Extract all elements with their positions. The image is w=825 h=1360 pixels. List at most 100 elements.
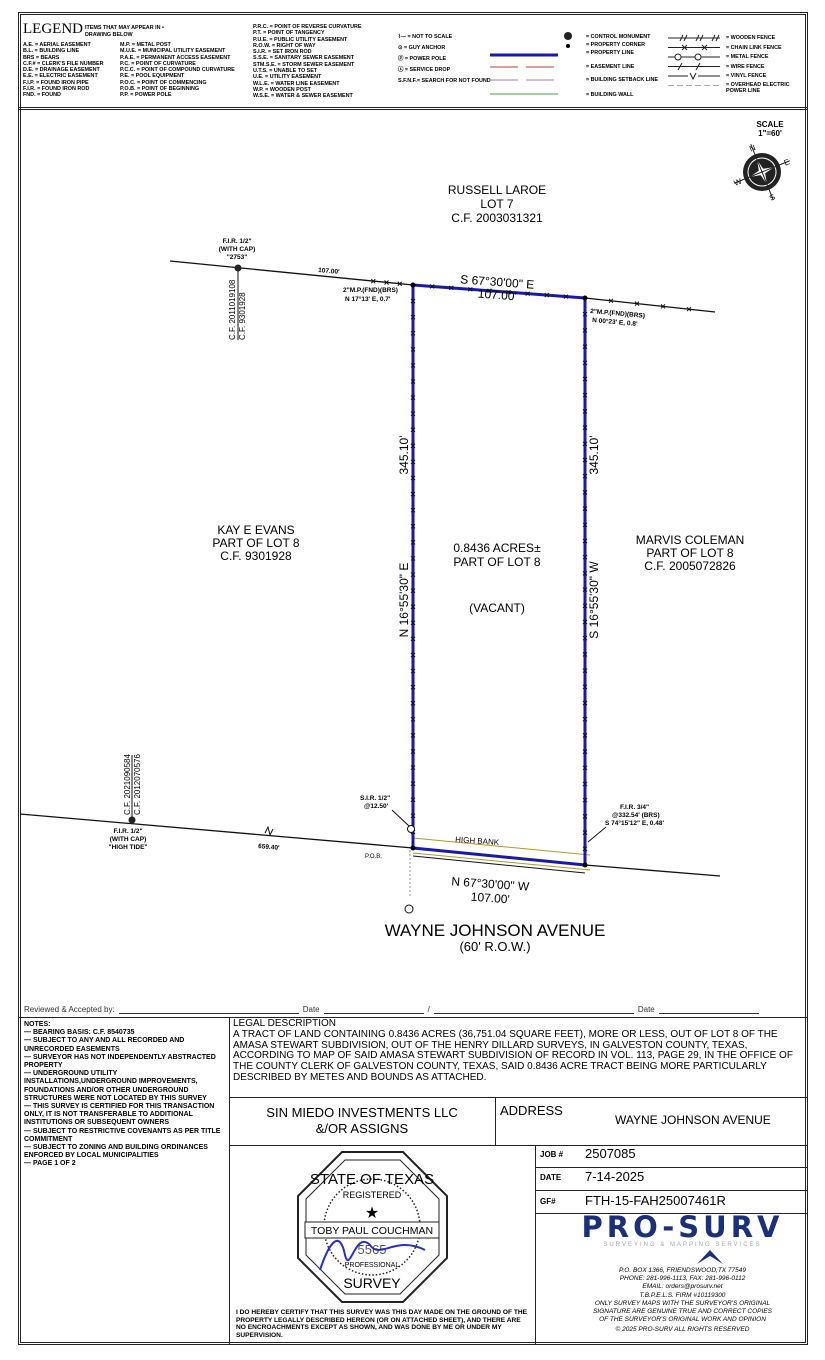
legend-item: = GUY ANCHOR <box>404 45 446 51</box>
legend-item: C.F.# = CLERK'S FILE NUMBER <box>23 60 104 67</box>
fence-mark <box>582 571 588 576</box>
owner-line: PART OF LOT 8 <box>646 546 733 560</box>
legend-item: B.L. = BUILDING LINE <box>23 48 80 55</box>
seal-survey: SURVEY <box>343 1275 401 1291</box>
street-row: (60' R.O.W.) <box>459 939 530 954</box>
legend-item: R.O.W. = RIGHT OF WAY <box>253 42 316 49</box>
legend-item: = VINYL FENCE <box>726 73 767 79</box>
divider <box>535 1167 808 1168</box>
client: SIN MIEDO INVESTMENTS LLC &/OR ASSIGNS <box>229 1105 495 1137</box>
legend-item: S.I.R. = SET IRON ROD <box>253 49 312 56</box>
owner-line: PART OF LOT 8 <box>212 536 299 550</box>
fence-mark <box>582 409 588 414</box>
fence-mark <box>660 304 666 309</box>
review-date-field[interactable] <box>323 1005 424 1014</box>
fence-mark <box>582 749 588 754</box>
fence-mark <box>582 522 588 528</box>
property-corner-icon <box>566 44 570 48</box>
company-tagline: SURVEYING & MAPPING SERVICES <box>603 1242 762 1248</box>
fence-mark <box>410 330 416 336</box>
company-logo: PRO-SURV <box>581 1210 784 1244</box>
fence-mark <box>410 459 416 465</box>
fence-mark <box>410 813 416 819</box>
mp-label: N 00°23' E, 0.8' <box>592 316 638 328</box>
fence-mark <box>487 288 492 294</box>
legend-item: = SERVICE DROP <box>404 67 451 73</box>
review-signature-field-2[interactable] <box>433 1005 634 1014</box>
fence-mark <box>410 507 416 513</box>
fence-mark <box>410 427 416 433</box>
not-to-scale-icon: ⌇— <box>398 34 407 40</box>
company-email: EMAIL: orders@prosurv.net <box>642 1283 723 1291</box>
legend-item: = WIRE FENCE <box>726 63 765 70</box>
note-item: — UNDERGROUND UTILITY INSTALLATIONS,UNDE… <box>24 1070 207 1102</box>
owner-line: C.F. 2005072826 <box>644 559 736 573</box>
review-row: Reviewed & Accepted by: Date / Date <box>24 1005 804 1014</box>
label-line: (WITH CAP) <box>219 246 255 253</box>
company-address: P.O. BOX 1366, FRIENDSWOOD,TX 77549 <box>618 1267 747 1274</box>
scale-value: 1"=60' <box>758 129 782 138</box>
fir-se-label: F.I.R. 3/4" <box>620 804 649 811</box>
fence-mark <box>506 289 511 295</box>
legend-item: = CONTROL MONUMENT <box>586 34 651 40</box>
property-corner-icon <box>410 282 416 288</box>
note-item: — SUBJECT TO RESTRICTIVE COVENANTS AS PE… <box>24 1127 221 1143</box>
north-bearing: S 67°30'00" E <box>460 272 535 292</box>
adjoining-distance: 107.00' <box>318 267 340 276</box>
chain-link-fence-sample <box>668 44 720 51</box>
date-value: 7-14-2025 <box>585 1169 645 1184</box>
fence-mark <box>410 716 416 722</box>
fence-mark <box>448 285 454 291</box>
note-item: — THIS SURVEY IS CERTIFIED FOR THIS TRAN… <box>24 1103 215 1127</box>
east-distance: 345.10' <box>587 436 601 475</box>
north-distance: 107.00' <box>477 287 517 304</box>
seal-registered: REGISTERED <box>343 1190 402 1200</box>
gf-number: FTH-15-FAH25007461R <box>585 1193 726 1208</box>
client-name: SIN MIEDO INVESTMENTS LLC <box>266 1105 458 1120</box>
fence-mark <box>410 749 416 754</box>
legend-item: W.P. = WOODEN POST <box>253 86 311 93</box>
note-item: — SUBJECT TO ZONING AND BUILDING ORDINAN… <box>24 1144 208 1160</box>
fence-mark <box>410 700 416 706</box>
fence-mark <box>410 314 416 320</box>
fence-mark <box>582 814 588 819</box>
client-assigns: &/OR ASSIGNS <box>315 1121 409 1136</box>
fence-mark <box>582 360 588 366</box>
fence-mark <box>410 298 416 304</box>
fence-mark <box>410 765 416 770</box>
review-date-field-2[interactable] <box>658 1005 759 1014</box>
fence-mark <box>397 281 403 287</box>
review-signature-field[interactable] <box>118 1005 299 1014</box>
fence-mark <box>467 286 473 292</box>
legend-subtitle: ITEMS THAT MAY APPEAR IN • DRAWING BELOW <box>85 25 164 38</box>
job-label: JOB # <box>540 1150 564 1159</box>
label-line: F.I.R. 1/2" <box>222 238 251 245</box>
company-disclaimer: ONLY SURVEY MAPS WITH THE SURVEYOR'S ORI… <box>594 1299 771 1307</box>
sir-label: @12.50' <box>364 803 389 810</box>
label-line: "HIGH TIDE" <box>108 844 147 851</box>
legend-item: = WOODEN FENCE <box>726 35 776 41</box>
company-disclaimer: SIGNATURE ARE GENUINE TRUE AND CORRECT C… <box>593 1308 772 1316</box>
east-owner: MARVIS COLEMAN PART OF LOT 8 C.F. 200507… <box>636 533 744 573</box>
property-corner-icon <box>582 862 588 868</box>
note-item: — SURVEYOR HAS NOT INDEPENDENTLY ABSTRAC… <box>24 1053 216 1070</box>
tract-acres: 0.8436 ACRES± <box>453 541 541 555</box>
fence-mark <box>582 781 588 787</box>
fence-mark <box>410 797 416 803</box>
fence-mark <box>410 556 416 561</box>
divider <box>18 1017 808 1018</box>
compass-n: N <box>748 143 757 154</box>
property-corner-icon <box>410 845 416 851</box>
street-edge <box>412 855 586 874</box>
fence-mark <box>410 379 416 384</box>
fence-mark <box>410 620 416 626</box>
north-owner: RUSSELL LAROE LOT 7 C.F. 2003031321 <box>448 183 546 225</box>
fence-mark <box>384 280 389 285</box>
fence-mark <box>370 278 376 284</box>
fence-mark <box>582 490 588 495</box>
fir-nw-label: F.I.R. 1/2" (WITH CAP) "2753" <box>219 238 255 261</box>
surveyor-seal: STATE OF TEXAS REGISTERED ★ TOBY PAUL CO… <box>297 1151 448 1303</box>
mp-label: 2"M.P.(FND)(BRS) <box>343 287 398 294</box>
fence-mark <box>582 587 588 592</box>
legend-symbols: ⌇— = NOT TO SCALE ⊙ = GUY ANCHOR ⓟ = POW… <box>398 32 491 87</box>
